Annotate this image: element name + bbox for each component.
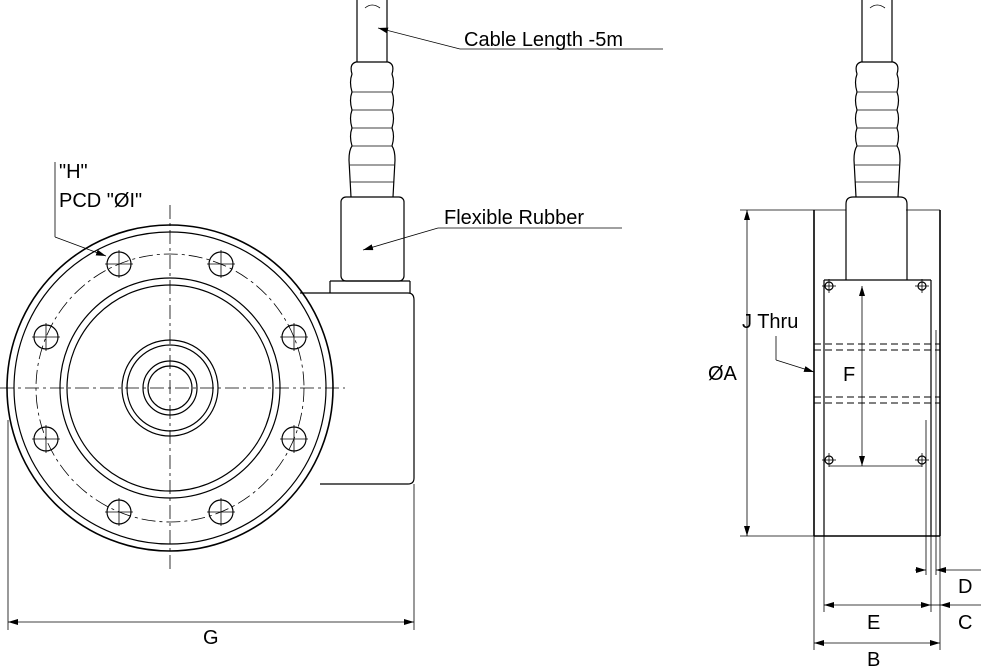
j-thru-label: J Thru <box>742 311 798 333</box>
dimension-g: G <box>203 627 219 649</box>
cable-length-label: Cable Length -5m <box>464 29 623 51</box>
side-view <box>740 0 981 650</box>
front-view <box>0 0 663 630</box>
pcd-label: PCD "ØI" <box>59 190 142 212</box>
dimension-f: F <box>843 364 855 386</box>
dimension-e: E <box>867 612 880 634</box>
dimension-a: ØA <box>708 363 738 385</box>
h-label: "H" <box>59 161 88 183</box>
flexible-rubber-label: Flexible Rubber <box>444 207 584 229</box>
dimension-c: C <box>958 612 972 634</box>
bolt-holes <box>32 250 308 526</box>
dimension-b: B <box>867 649 880 669</box>
dimension-d: D <box>958 576 972 598</box>
